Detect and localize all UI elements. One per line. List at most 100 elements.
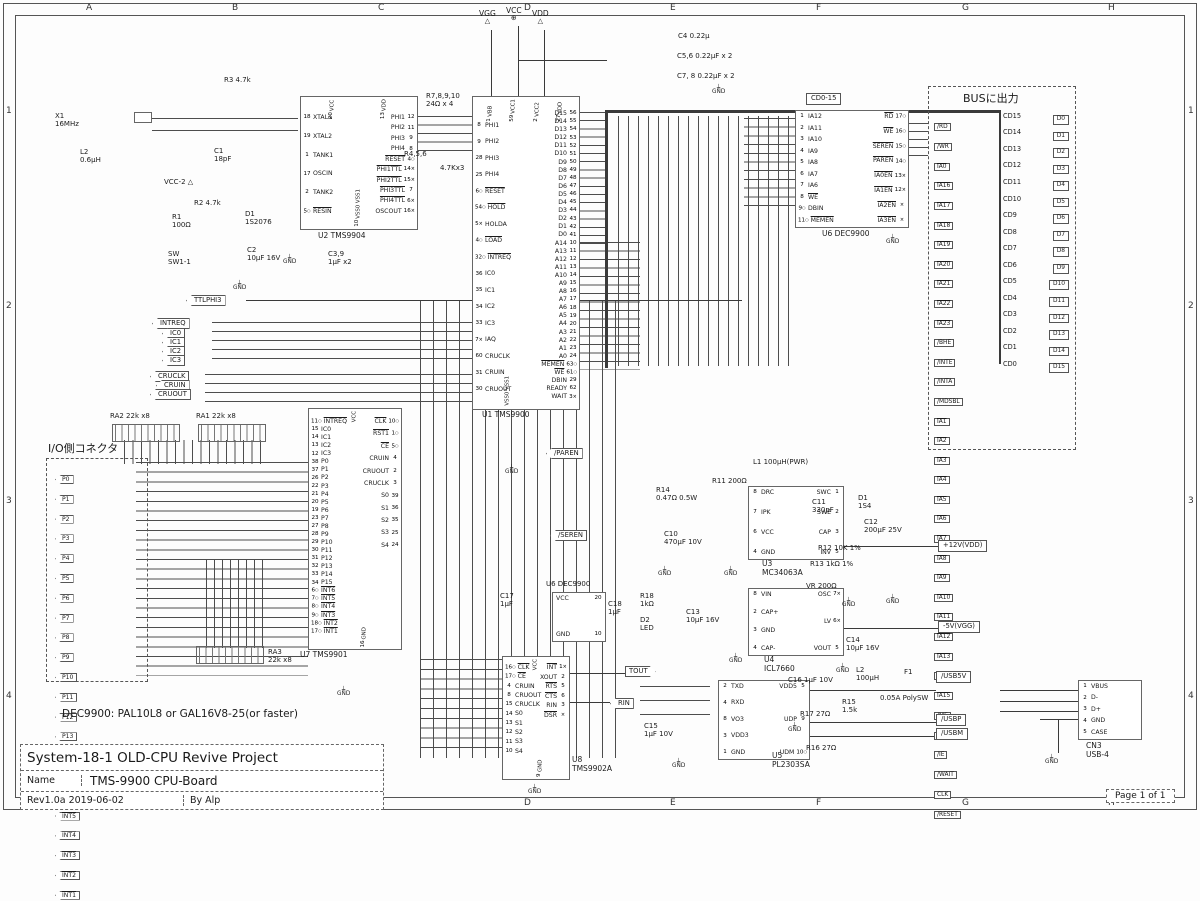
net-tag-ttlphi3: TTLPHI3 <box>186 295 226 307</box>
part-label-c11: C11 330pF <box>812 498 834 515</box>
bus-box-title: BUSに出力 <box>963 92 1019 105</box>
u6-right-pins: 17RD16WE15SEREN14PAREN13IA0EN12IA1ENIA2E… <box>873 113 906 224</box>
ic-u8-tms9902a: VCC 16CLK17CE4CRUIN8CRUOUT15CRUCLK14S013… <box>502 656 570 780</box>
u4-right-pins: 7OSC6LV5VOUT <box>814 591 841 652</box>
grid-letter: D <box>524 3 531 13</box>
cd-bus-tag: CD0-15 <box>806 93 842 105</box>
part-label-l2-usb: L2 100µH <box>856 666 880 683</box>
part-label-f1-value: 0.05A PolySW <box>880 694 929 702</box>
revision-row: Rev1.0a 2019-06-02 By Alp <box>21 792 383 809</box>
u8-right-pins: 1INT2XOUT5RTS6CTS3RINDSR <box>540 664 567 719</box>
grid-letter: E <box>670 798 676 808</box>
wire <box>842 628 938 630</box>
revision-date: Rev1.0a 2019-06-02 <box>21 794 184 806</box>
wire-cluster <box>907 123 928 157</box>
part-label-r14: R14 0.47Ω 0.5W <box>656 486 698 503</box>
part-label-vcc2: VCC-2 △ <box>164 178 194 186</box>
net-tag-paren: /PAREN <box>546 448 583 460</box>
wire <box>544 30 546 96</box>
gnd-symbol: GND <box>724 568 737 577</box>
net-tag-intreq: INTREQ <box>152 318 190 330</box>
u2-left-pins: 18XTAL119XTAL21TANK117OSCIN2TANK25RESIN <box>303 114 333 215</box>
grid-row: 2 <box>1188 301 1194 311</box>
net-tag-usbp: /USBP <box>936 714 967 726</box>
part-label-f1: F1 <box>904 668 913 676</box>
triangle-flag-icon: △ <box>484 17 491 26</box>
part-label-c78: C7, 8 0.22µF x 2 <box>677 72 735 80</box>
wire <box>518 26 520 96</box>
part-label-sw1: SW SW1-1 <box>168 250 191 267</box>
ic-ref: U1 TMS9900 <box>482 410 530 419</box>
u5-right-pins: 5VDD59UDP10UDM <box>779 683 807 756</box>
gnd-symbol: GND <box>712 86 725 95</box>
wire <box>491 30 493 96</box>
sheet-border-inner <box>15 15 1185 798</box>
part-label-ra2: RA2 22k x8 <box>110 412 150 420</box>
part-label-d1: D1 1S2076 <box>245 210 272 227</box>
project-title: System-18-1 OLD-CPU Revive Project <box>21 745 383 772</box>
schematic-canvas: { "grid":{"letters":["A","B","C","D","E"… <box>0 0 1200 813</box>
wire-cluster <box>205 374 472 402</box>
resistor-array-ra2 <box>112 424 180 442</box>
ic-ref: U2 TMS9904 <box>318 231 366 240</box>
ic-ref: U6 DEC9900 <box>546 580 591 588</box>
u7-left-pins: 11INTREQ15IC014IC113IC212IC338P037P126P2… <box>311 418 347 635</box>
part-label-d1-1s4: D1 1S4 <box>858 494 872 511</box>
net-tag-cruout: CRUOUT <box>150 389 191 401</box>
grid-row: 1 <box>1188 106 1194 116</box>
wire-cluster <box>416 116 472 151</box>
ic-ref: U8 TMS9902A <box>572 755 613 773</box>
net-tag-seren: /SEREN <box>550 530 588 542</box>
part-label-c12: C12 200µF 25V <box>864 518 902 535</box>
ic-u7-tms9901: VCC 11INTREQ15IC014IC113IC212IC338P037P1… <box>308 408 402 650</box>
schematic-note: DEC9900: PAL10L8 or GAL16V8-25(or faster… <box>62 708 298 720</box>
part-label-l2: L2 0.6µH <box>80 148 101 165</box>
io-connector-tags: P0P1P2P3P4P5P6P7P8P9P10P11P12P13P14P15IN… <box>55 466 80 900</box>
author: By Alp <box>190 794 221 806</box>
board-name: TMS-9900 CPU-Board <box>90 773 218 788</box>
part-label-x1: X1 16MHz <box>55 112 79 129</box>
part-label-r17: R17 27Ω <box>800 710 831 718</box>
board-name-row: Name TMS-9900 CPU-Board <box>21 771 383 792</box>
triangle-flag-icon: △ <box>537 17 544 26</box>
grid-letter: H <box>1108 798 1115 808</box>
sheet-border-outer <box>3 3 1197 810</box>
ic-ref: U4 ICL7660 <box>764 655 795 673</box>
power-flag-vgg: VGG△ <box>479 9 496 26</box>
part-label-r13: R13 1kΩ 1% <box>810 560 854 568</box>
part-label-c56: C5,6 0.22µF x 2 <box>677 52 733 60</box>
grid-row: 3 <box>6 496 12 506</box>
ic-ref: U7 TMS9901 <box>300 650 348 659</box>
wire <box>808 736 936 738</box>
gnd-symbol: GND <box>505 466 518 475</box>
bus-wire <box>605 110 608 368</box>
wire <box>568 702 610 704</box>
part-label-c16: C16 1µF 10V <box>788 676 833 684</box>
part-label-c4: C4 0.22µ <box>678 32 710 40</box>
grid-row: 4 <box>1188 691 1194 701</box>
part-label-c2: C2 10µF 16V <box>247 246 281 263</box>
part-label-c14: C14 10µF 16V <box>846 636 880 653</box>
grid-row: 4 <box>6 691 12 701</box>
grid-letter: D <box>524 798 531 808</box>
grid-letter: G <box>962 798 969 808</box>
u1-bottom-pins: VSS0 VSS1 <box>504 376 511 406</box>
net-tag-plus12v: +12V(VDD) <box>938 540 988 552</box>
grid-letter: F <box>816 798 822 808</box>
net-tag-rin: RIN <box>610 698 634 710</box>
grid-letter: E <box>670 3 676 13</box>
resistor-array-ra1 <box>198 424 266 442</box>
gnd-symbol: GND <box>658 568 671 577</box>
gnd-symbol: GND <box>788 724 801 733</box>
gnd-symbol: GND <box>672 760 685 769</box>
gnd-symbol: GND <box>886 596 899 605</box>
